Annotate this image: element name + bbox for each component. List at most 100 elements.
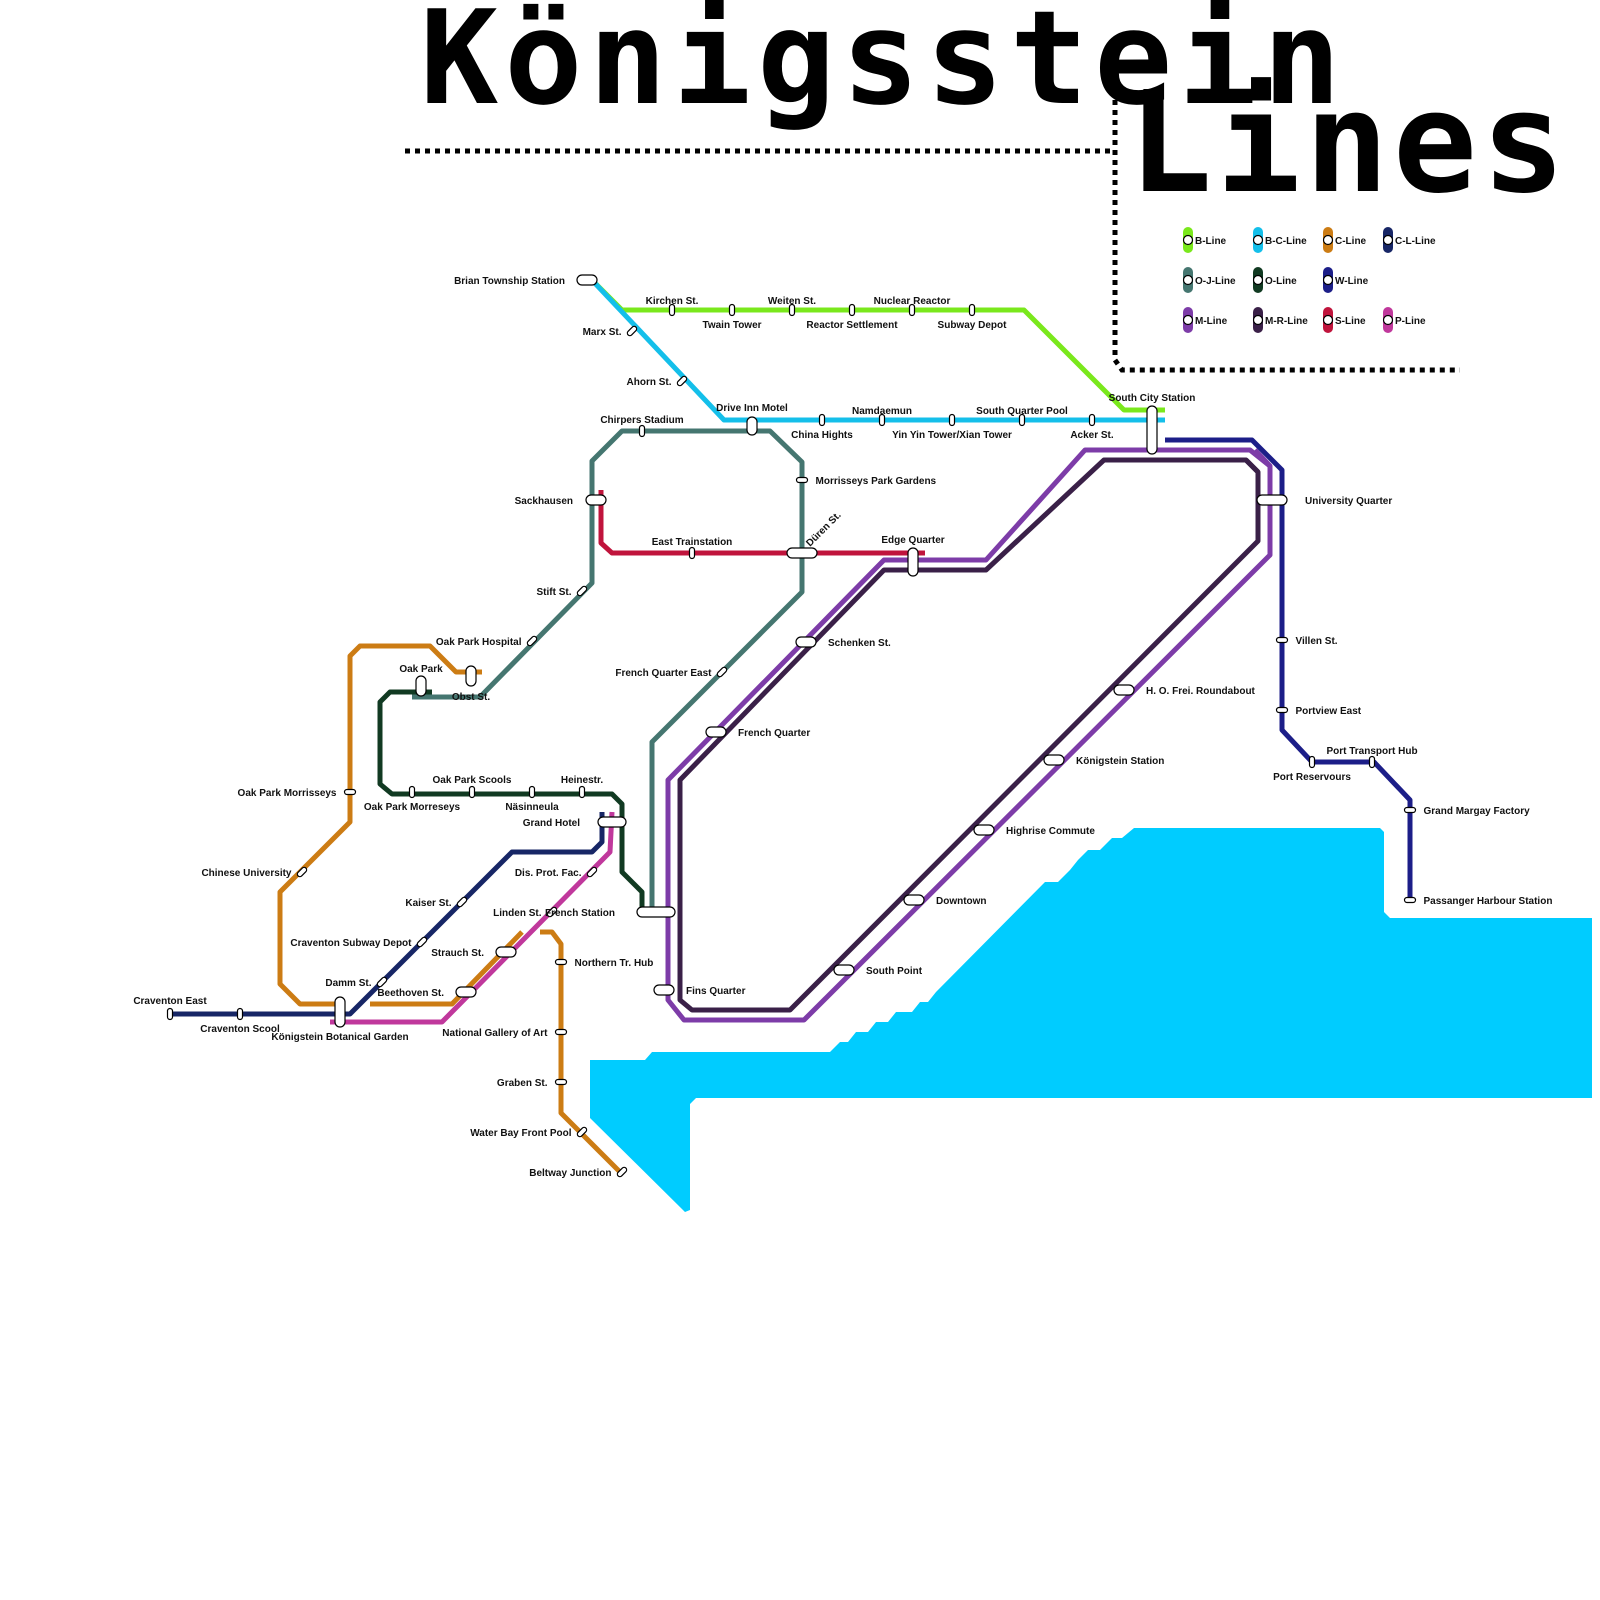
station-marker-dis-prot-fac[interactable] <box>586 866 598 878</box>
station-marker-reactor-settlement[interactable] <box>848 303 856 317</box>
station-label-university-quarter: University Quarter <box>1305 496 1392 507</box>
station-marker-graben-st[interactable] <box>554 1078 568 1086</box>
station-marker-university-quarter[interactable] <box>1256 494 1288 506</box>
legend-item-b-line: B-Line <box>1182 227 1227 253</box>
station-label-passanger-harbour-station: Passanger Harbour Station <box>1424 896 1553 907</box>
station-marker-acker-st[interactable] <box>1088 413 1096 427</box>
station-marker-heinestr[interactable] <box>578 785 586 799</box>
station-marker-craventon-east[interactable] <box>166 1007 174 1021</box>
station-marker-kaiser-st[interactable] <box>456 896 468 908</box>
station-label-morrisseys-park-gardens: Morrisseys Park Gardens <box>816 476 937 487</box>
station-marker-china-hights[interactable] <box>818 413 826 427</box>
station-label-china-hights: China Hights <box>791 430 853 441</box>
station-label-weiten-st: Weiten St. <box>768 296 816 307</box>
station-marker-schenken-st[interactable] <box>795 636 817 648</box>
station-marker-edge-quarter[interactable] <box>907 547 919 577</box>
station-marker-port-reservours[interactable] <box>1308 755 1316 769</box>
station-marker-konigstein-botanical-garden[interactable] <box>334 996 346 1028</box>
station-marker-beethoven-st[interactable] <box>455 986 477 998</box>
station-label-graben-st: Graben St. <box>497 1078 548 1089</box>
station-marker-oak-park-scools[interactable] <box>468 785 476 799</box>
station-label-national-gallery-of-art: National Gallery of Art <box>442 1028 548 1039</box>
station-marker-oak-park-hospital[interactable] <box>526 635 538 647</box>
station-label-schenken-st: Schenken St. <box>828 638 891 649</box>
station-marker-port-transport-hub[interactable] <box>1368 755 1376 769</box>
station-marker-damm-st[interactable] <box>376 976 388 988</box>
station-marker-french-quarter[interactable] <box>705 726 727 738</box>
station-marker-drive-inn-motel[interactable] <box>746 416 758 436</box>
legend-label: M-R-Line <box>1265 316 1308 327</box>
station-marker-grand-margay-factory[interactable] <box>1403 806 1417 814</box>
station-label-water-bay-front-pool: Water Bay Front Pool <box>470 1128 572 1139</box>
station-marker-east-trainstation[interactable] <box>688 546 696 560</box>
station-marker-stift-st[interactable] <box>576 585 588 597</box>
station-marker-south-quarter-pool[interactable] <box>1018 413 1026 427</box>
legend-station-icon <box>1182 314 1194 326</box>
station-marker-fins-quarter[interactable] <box>653 984 675 996</box>
station-marker-linden-st[interactable] <box>546 906 558 918</box>
station-marker-highrise-commute[interactable] <box>973 824 995 836</box>
station-marker-french-quarter-east[interactable] <box>716 666 728 678</box>
station-marker-south-point[interactable] <box>833 964 855 976</box>
line-c-segment <box>277 643 482 1007</box>
station-marker-ahorn-st[interactable] <box>676 375 688 387</box>
station-label-heinestr: Heinestr. <box>561 775 603 786</box>
station-label-portview-east: Portview East <box>1296 706 1362 717</box>
legend-label: S-Line <box>1335 316 1366 327</box>
station-marker-subway-depot[interactable] <box>968 303 976 317</box>
legend-label: M-Line <box>1195 316 1228 327</box>
station-marker-morrisseys-park-gardens[interactable] <box>795 476 809 484</box>
station-marker-strauch-st[interactable] <box>495 946 517 958</box>
station-label-linden-st: Linden St. <box>493 908 542 919</box>
station-marker-craventon-subway-depot[interactable] <box>416 936 428 948</box>
station-label-stift-st: Stift St. <box>537 587 572 598</box>
station-marker-chinese-university[interactable] <box>296 866 308 878</box>
legend-station-icon <box>1182 234 1194 246</box>
station-marker-grand-hotel[interactable] <box>597 816 627 828</box>
station-label-twain-tower: Twain Tower <box>702 320 761 331</box>
station-marker-passanger-harbour-station[interactable] <box>1403 896 1417 904</box>
station-marker-nasinneula[interactable] <box>528 785 536 799</box>
station-label-east-trainstation: East Trainstation <box>652 537 733 548</box>
station-label-konigstein-botanical-garden: Königstein Botanical Garden <box>271 1032 408 1043</box>
station-marker-namdaemun[interactable] <box>878 413 886 427</box>
station-marker-nuclear-reactor[interactable] <box>908 303 916 317</box>
station-label-reactor-settlement: Reactor Settlement <box>806 320 898 331</box>
station-label-damm-st: Damm St. <box>325 978 371 989</box>
station-marker-yin-yin-tower-xian-tower[interactable] <box>948 413 956 427</box>
legend-station-icon <box>1252 314 1264 326</box>
station-label-south-city-station: South City Station <box>1109 393 1196 404</box>
station-marker-konigstein-station[interactable] <box>1043 754 1065 766</box>
station-marker-south-city-station[interactable] <box>1146 405 1158 455</box>
station-label-port-reservours: Port Reservours <box>1273 772 1351 783</box>
station-marker-beltway-junction[interactable] <box>616 1166 628 1178</box>
legend-item-m-r-line: M-R-Line <box>1252 307 1308 333</box>
station-marker-oak-park-morrisseys[interactable] <box>343 788 357 796</box>
station-marker-marx-st[interactable] <box>626 325 638 337</box>
station-marker-craventon-scool[interactable] <box>236 1007 244 1021</box>
station-marker-northern-tr-hub[interactable] <box>554 958 568 966</box>
station-marker-french-station[interactable] <box>636 906 676 918</box>
station-marker-sackhausen[interactable] <box>585 494 607 506</box>
station-label-yin-yin-tower-xian-tower: Yin Yin Tower/Xian Tower <box>892 430 1012 441</box>
station-label-edge-quarter: Edge Quarter <box>881 535 944 546</box>
station-marker-villen-st[interactable] <box>1275 636 1289 644</box>
station-marker-national-gallery-of-art[interactable] <box>554 1028 568 1036</box>
station-marker-oak-park-morreseys[interactable] <box>408 785 416 799</box>
station-marker-downtown[interactable] <box>903 894 925 906</box>
station-marker-duren-st[interactable] <box>786 547 818 559</box>
station-marker-oak-park[interactable] <box>415 675 427 697</box>
station-marker-portview-east[interactable] <box>1275 706 1289 714</box>
station-marker-obst-st[interactable] <box>465 665 477 687</box>
station-marker-chirpers-stadium[interactable] <box>638 424 646 438</box>
legend-item-w-line: W-Line <box>1322 267 1369 293</box>
station-marker-brian-township-station[interactable] <box>576 274 598 286</box>
station-marker-kirchen-st[interactable] <box>668 303 676 317</box>
station-marker-h-o-frei-roundabout[interactable] <box>1113 684 1135 696</box>
station-marker-weiten-st[interactable] <box>788 303 796 317</box>
station-marker-twain-tower[interactable] <box>728 303 736 317</box>
station-label-dis-prot-fac: Dis. Prot. Fac. <box>515 868 582 879</box>
station-marker-water-bay-front-pool[interactable] <box>576 1126 588 1138</box>
line-p-segment <box>330 811 615 1025</box>
